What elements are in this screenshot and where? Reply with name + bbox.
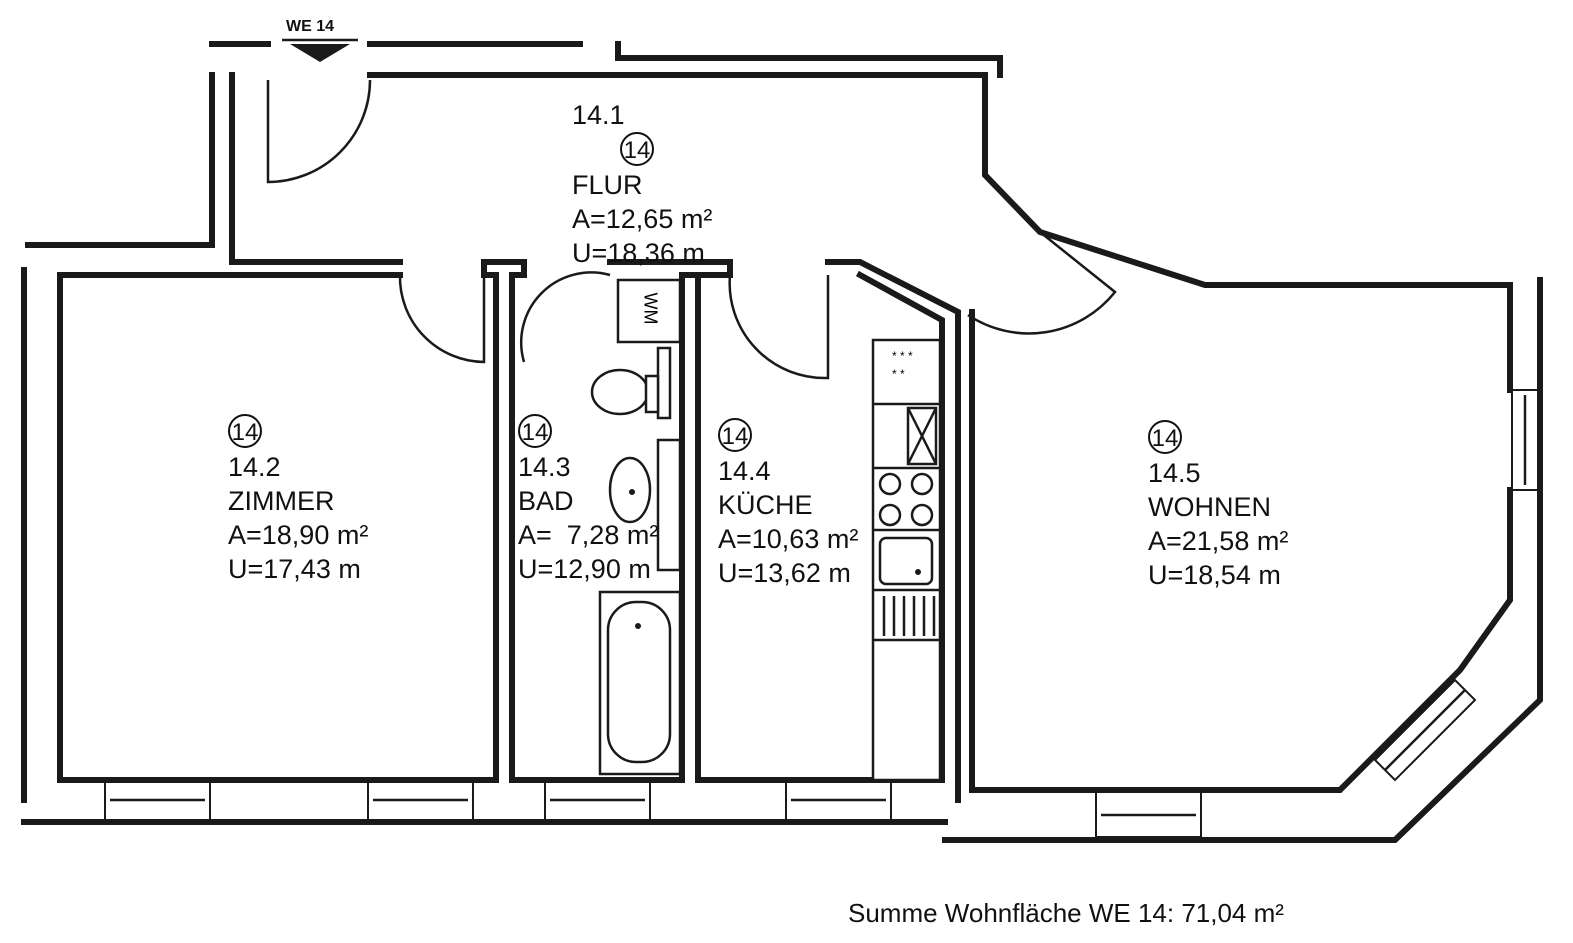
stove-burner	[910, 472, 934, 496]
room-number: 14.1 14	[572, 98, 712, 166]
entry-label: WE 14	[286, 18, 335, 35]
washing-machine-label: WM	[640, 292, 661, 325]
room-perimeter: U=18,54 m	[1148, 560, 1281, 590]
room-name: FLUR	[572, 170, 643, 200]
room-label-bad: 14 14.3 BAD A= 7,28 m² U=12,90 m	[518, 414, 658, 586]
total-living-area: Summe Wohnfläche WE 14: 71,04 m²	[848, 898, 1284, 928]
room-perimeter: U=17,43 m	[228, 554, 361, 584]
stove-burner	[878, 503, 902, 527]
room-number: 14.2	[228, 452, 281, 482]
room-number: 14.4	[718, 456, 771, 486]
room-label-kueche: 14 14.4 KÜCHE A=10,63 m² U=13,62 m	[718, 418, 858, 590]
washing-machine	[616, 278, 682, 344]
room-label-flur: 14.1 14 FLUR A=12,65 m² U=18,36 m	[572, 98, 712, 270]
apartment-badge: 14	[620, 132, 654, 166]
toilet	[590, 368, 650, 416]
kitchen-counter	[871, 338, 942, 782]
apartment-badge: 14	[718, 418, 752, 452]
room-name: WOHNEN	[1148, 492, 1271, 522]
apartment-badge: 14	[1148, 420, 1182, 454]
bathroom-fixtures	[590, 278, 682, 776]
room-name: BAD	[518, 486, 574, 516]
room-label-zimmer: 14 14.2 ZIMMER A=18,90 m² U=17,43 m	[228, 414, 368, 586]
room-area: A=12,65 m²	[572, 204, 713, 234]
room-perimeter: U=13,62 m	[718, 558, 851, 588]
stove-burner	[878, 472, 902, 496]
room-label-wohnen: 14 14.5 WOHNEN A=21,58 m² U=18,54 m	[1148, 420, 1288, 592]
kitchen-sink	[878, 536, 934, 586]
entry-arrow	[282, 38, 358, 62]
room-area: A=21,58 m²	[1148, 526, 1289, 556]
room-area: A=18,90 m²	[228, 520, 369, 550]
room-area: A=10,63 m²	[718, 524, 859, 554]
svg-text:* *: * *	[892, 367, 905, 381]
svg-text:* * *: * * *	[892, 349, 913, 363]
room-name: KÜCHE	[718, 490, 813, 520]
room-perimeter: U=12,90 m	[518, 554, 651, 584]
apartment-badge: 14	[518, 414, 552, 448]
room-perimeter: U=18,36 m	[572, 238, 705, 268]
room-area: A= 7,28 m²	[518, 520, 659, 550]
stove-burner	[910, 503, 934, 527]
room-name: ZIMMER	[228, 486, 335, 516]
windows	[104, 389, 1539, 838]
kitchen-fixtures: * * * * *	[871, 338, 942, 782]
room-number: 14.3	[518, 452, 571, 482]
doors	[266, 79, 1117, 380]
room-number: 14.5	[1148, 458, 1201, 488]
apartment-badge: 14	[228, 414, 262, 448]
bathtub	[598, 590, 682, 776]
